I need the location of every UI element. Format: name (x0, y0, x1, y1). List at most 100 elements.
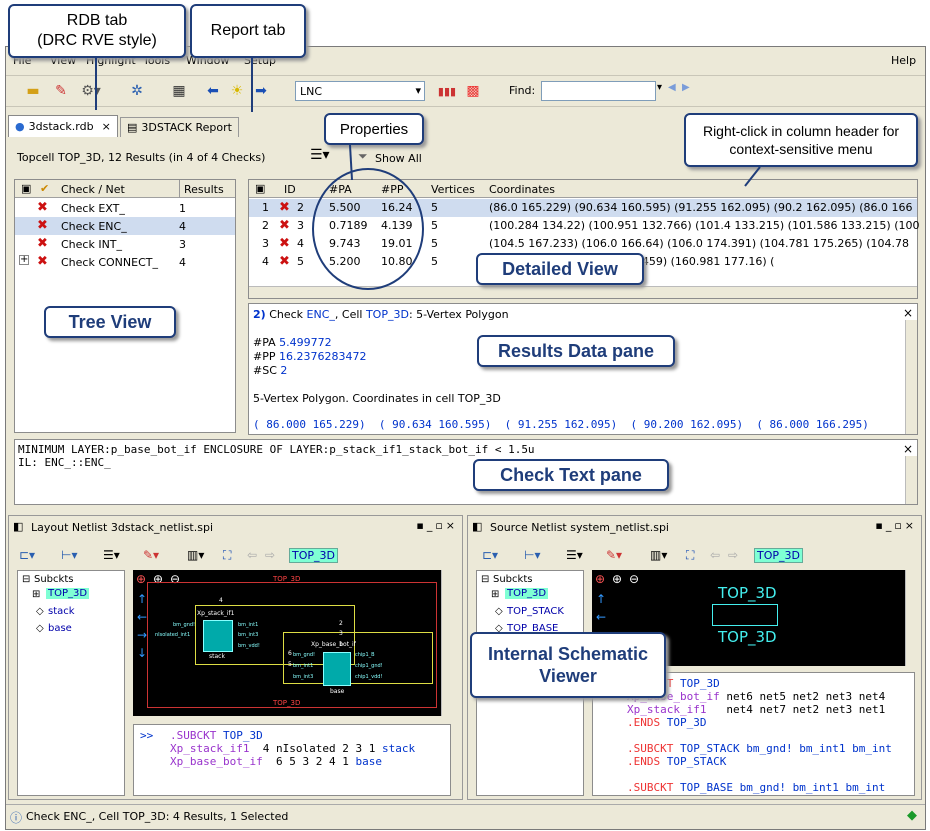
vertical-scrollbar[interactable] (441, 570, 451, 716)
forward-arrow-icon[interactable]: ⇨ (265, 548, 276, 562)
show-all-button[interactable]: Show All (375, 152, 422, 165)
netlist-tool-icon[interactable]: ⊏▾ (19, 548, 36, 562)
list-view-icon[interactable]: ☰▾ (310, 147, 330, 163)
row-id: 5 (297, 255, 304, 268)
tree-item-top-stack[interactable]: TOP_STACK (507, 606, 564, 617)
layer-select[interactable]: LNC▾ (295, 81, 425, 101)
window-icon: ◧ (472, 520, 483, 533)
pen-icon[interactable]: ✎▾ (606, 548, 623, 562)
netlist-line: Xp_stack_if1 4 nIsolated 2 3 1 stack (170, 742, 415, 755)
window-controls[interactable]: ▪_▫× (875, 519, 917, 532)
expand-plus-icon[interactable]: ⊞ (32, 589, 41, 600)
find-next-icon[interactable]: ▶ (682, 82, 690, 93)
open-folder-icon[interactable]: ▬ (26, 83, 40, 99)
find-dropdown-icon[interactable]: ▾ (657, 82, 663, 93)
zoom-in-icon[interactable]: ⊕ (612, 572, 623, 586)
forward-arrow-icon[interactable]: ⇨ (728, 548, 739, 562)
find-input[interactable] (541, 81, 656, 101)
tree-item-top3d[interactable]: TOP_3D (46, 588, 90, 599)
zoom-in-icon[interactable]: ⊕ (153, 572, 164, 586)
tree-header-check[interactable]: Check / Net (61, 183, 125, 196)
horizontal-scrollbar[interactable] (249, 286, 917, 298)
columns-icon[interactable]: ▥▾ (650, 548, 668, 562)
zoom-out-icon[interactable]: ⊖ (170, 572, 181, 586)
close-icon[interactable]: × (902, 306, 913, 320)
tree-item-top-base[interactable]: TOP_BASE (507, 623, 559, 634)
tab-report[interactable]: ▤3DSTACK Report (120, 117, 239, 137)
find-label: Find: (509, 84, 536, 97)
result-check-link[interactable]: ENC_ (306, 308, 335, 321)
sun-icon[interactable]: ☀ (230, 83, 244, 99)
vertical-scrollbar[interactable] (905, 456, 917, 504)
zoom-fit-icon[interactable]: ⊕ (595, 572, 606, 586)
highlight-pen-icon[interactable]: ✎ (55, 83, 67, 99)
pan-left-icon[interactable]: ← (596, 610, 607, 624)
close-icon[interactable]: × (101, 120, 111, 133)
column-header-id[interactable]: ID (284, 183, 296, 196)
binoculars-icon[interactable]: ⛶ (223, 548, 232, 562)
close-icon[interactable]: × (902, 442, 913, 456)
palette-icon[interactable]: ▩ (466, 83, 480, 99)
netlist-rest: TOP_BASE bm_gnd! bm_int1 bm_int (679, 781, 886, 794)
netlist-tool-icon[interactable]: ⊏▾ (482, 548, 499, 562)
binoculars-icon[interactable]: ⛶ (686, 548, 695, 562)
result-coordinates[interactable]: ( 86.000 165.229) ( 90.634 160.595) ( 91… (253, 418, 869, 431)
arrow-left-icon[interactable]: ⬅ (207, 83, 219, 99)
tab-rdb[interactable]: ●3dstack.rdb× (8, 115, 118, 137)
back-arrow-icon[interactable]: ⇦ (710, 548, 721, 562)
layer-select-value: LNC (300, 85, 323, 98)
menu-help[interactable]: Help (891, 54, 917, 67)
result-cell-word: , Cell (334, 308, 363, 321)
tree-row[interactable]: ✖ Check EXT_ 1 (15, 199, 235, 217)
zoom-out-icon[interactable]: ⊖ (629, 572, 640, 586)
tree-item-top3d[interactable]: TOP_3D (505, 588, 549, 599)
tree-root-label: Subckts (34, 574, 74, 585)
base-instance-box[interactable] (323, 652, 351, 686)
expand-plus-icon[interactable]: ⊞ (491, 589, 500, 600)
grid-select-icon[interactable]: ▦ (172, 83, 186, 99)
stack-instance-box[interactable] (203, 620, 233, 652)
schematic-box[interactable] (712, 604, 778, 626)
netlist-keyword: .SUBCKT (170, 729, 217, 742)
list-icon[interactable]: ☰▾ (103, 548, 120, 562)
arrow-right-icon[interactable]: ➡ (255, 83, 267, 99)
cell-button[interactable]: TOP_3D (289, 548, 338, 563)
schematic-canvas[interactable]: ⊕ ⊕ ⊖ ↑ ← → ↓ TOP_3D TOP_3D Xp_stack_if1… (133, 570, 451, 716)
netlist-name: TOP_3D (222, 729, 263, 742)
net-number: 4 (219, 597, 223, 604)
column-header-vertices[interactable]: Vertices (431, 183, 475, 196)
pan-up-icon[interactable]: ↑ (596, 592, 607, 606)
hierarchy-icon[interactable]: ⊢▾ (524, 548, 541, 562)
expand-plus-icon[interactable]: + (19, 254, 29, 265)
tree-header[interactable]: ▣ ✔ Check / Net Results (15, 180, 235, 198)
tree-header-results[interactable]: Results (184, 183, 224, 196)
tree-row[interactable]: + ✖ Check CONNECT_ 4 (15, 253, 235, 271)
window-controls[interactable]: ▪_▫× (416, 519, 458, 532)
error-x-icon: ✖ (37, 218, 48, 233)
pan-up-icon[interactable]: ↑ (137, 592, 148, 606)
pan-right-icon[interactable]: → (137, 628, 148, 642)
funnel-icon[interactable]: ⏷ (358, 149, 368, 163)
vertical-scrollbar[interactable] (905, 320, 917, 434)
tree-item-base[interactable]: base (48, 623, 72, 634)
vertical-scrollbar[interactable] (905, 570, 915, 666)
pen-icon[interactable]: ✎▾ (143, 548, 160, 562)
result-cell-link[interactable]: TOP_3D (365, 308, 409, 321)
color-bars-icon[interactable]: ▮▮▮ (437, 84, 457, 98)
find-prev-icon[interactable]: ◀ (668, 82, 676, 93)
hierarchy-icon[interactable]: ⊢▾ (61, 548, 78, 562)
tree-item-stack[interactable]: stack (48, 606, 75, 617)
columns-icon[interactable]: ▥▾ (187, 548, 205, 562)
tree-row-selected[interactable]: ✖ Check ENC_ 4 (15, 217, 235, 235)
column-header-coordinates[interactable]: Coordinates (489, 183, 556, 196)
zoom-fit-icon[interactable]: ⊕ (136, 572, 147, 586)
tree-row[interactable]: ✖ Check INT_ 3 (15, 235, 235, 253)
list-icon[interactable]: ☰▾ (566, 548, 583, 562)
cell-button[interactable]: TOP_3D (754, 548, 803, 563)
back-arrow-icon[interactable]: ⇦ (247, 548, 258, 562)
pan-left-icon[interactable]: ← (137, 610, 148, 624)
filter-dropdown-icon[interactable]: ⚙▾ (81, 83, 101, 99)
pan-down-icon[interactable]: ↓ (137, 646, 148, 660)
settings-gear-icon[interactable]: ✲ (131, 83, 143, 99)
netlist-instance: Xp_stack_if1 (170, 742, 250, 755)
